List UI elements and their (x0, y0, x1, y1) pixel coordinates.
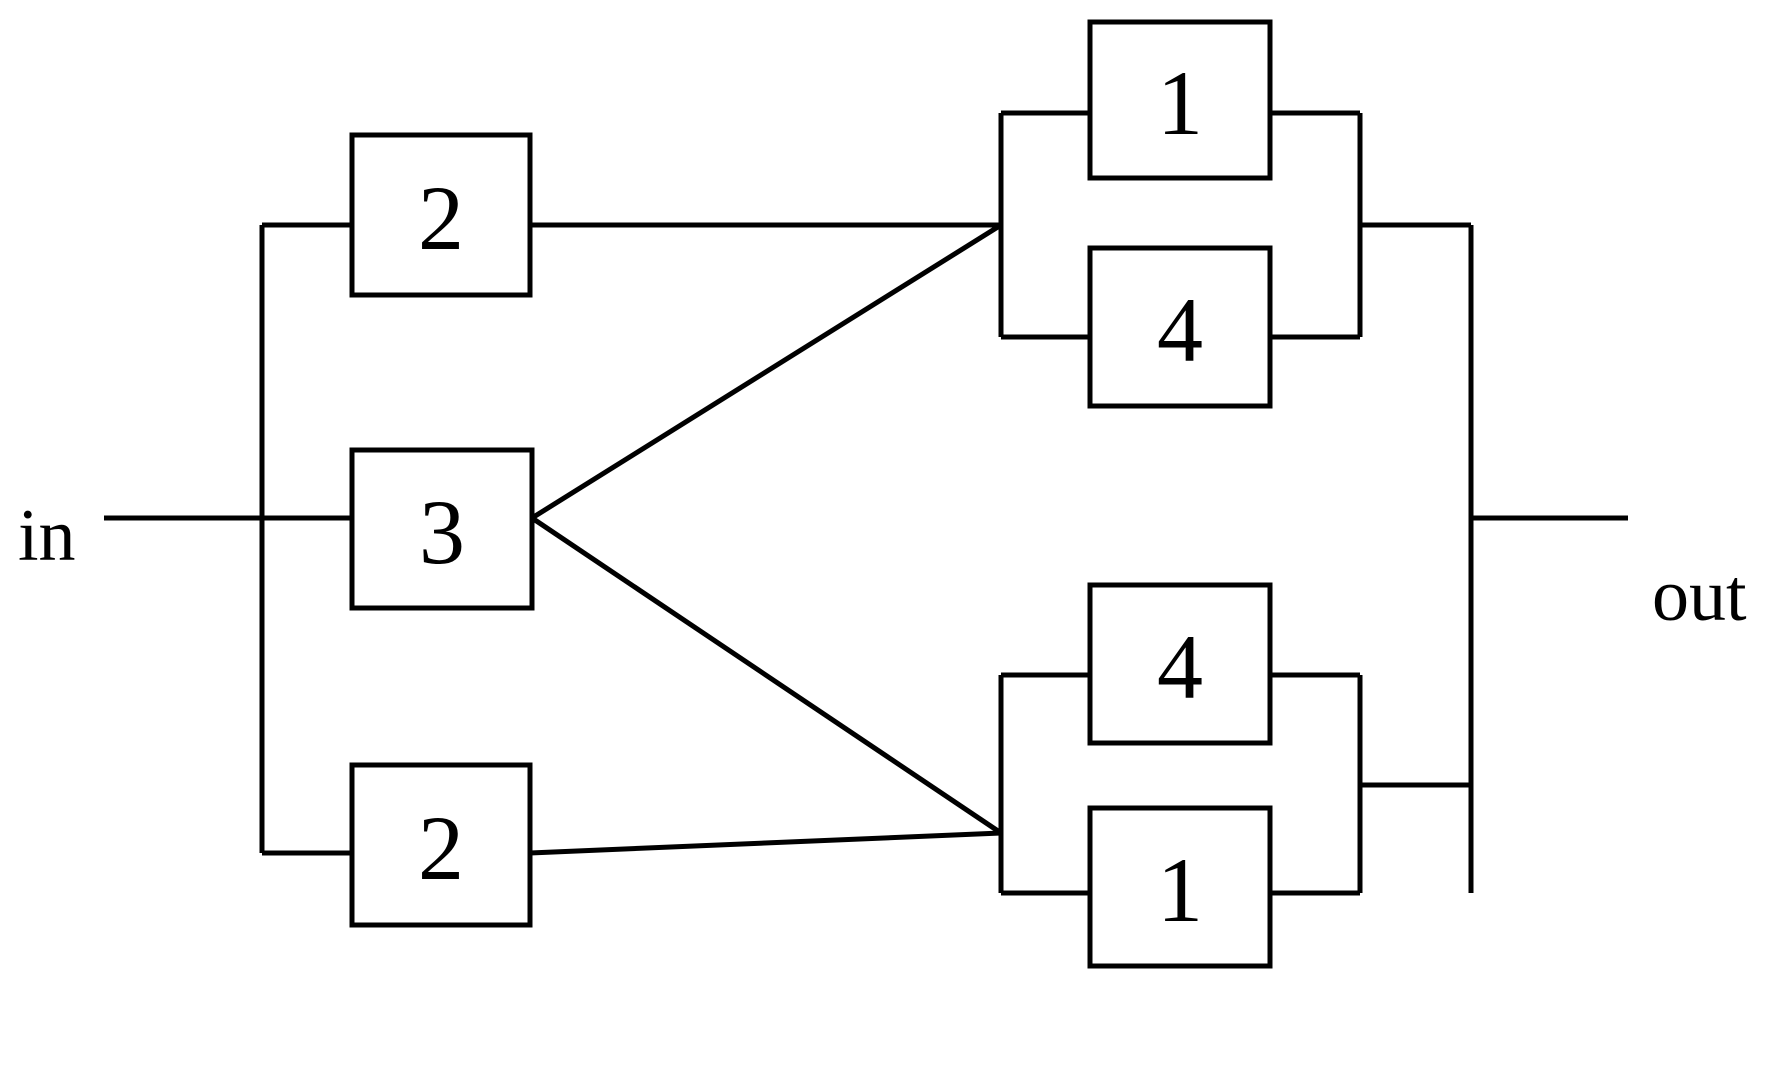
middle-branch-block[interactable]: 3 (349, 447, 535, 611)
upper-cluster-block-4[interactable]: 4 (1087, 245, 1273, 409)
lower-cluster-block-4[interactable]: 4 (1087, 582, 1273, 746)
middle-to-upper-diagonal (530, 222, 1003, 521)
top-branch-block[interactable]: 2 (349, 132, 533, 298)
upper-cluster-block-4-rect[interactable] (1087, 245, 1273, 409)
middle-branch-block-label: 3 (419, 481, 465, 583)
lower-cluster-block-1-rect[interactable] (1087, 805, 1273, 969)
middle-branch-block-rect[interactable] (349, 447, 535, 611)
bottom-branch-block-label: 2 (418, 797, 464, 899)
lower-cluster-block-1-label: 1 (1157, 839, 1203, 941)
bottom-branch-block[interactable]: 2 (349, 762, 533, 928)
upper-cluster-block-1-label: 1 (1157, 52, 1203, 154)
blocks-layer: 2 3 2 1 4 4 1 (349, 19, 1273, 969)
output-port-label: out (1652, 555, 1747, 637)
lower-cluster-block-1[interactable]: 1 (1087, 805, 1273, 969)
bottom-branch-to-lower (529, 830, 1002, 856)
upper-cluster-block-1-rect[interactable] (1087, 19, 1273, 181)
lower-cluster-block-4-rect[interactable] (1087, 582, 1273, 746)
top-branch-block-label: 2 (418, 167, 464, 269)
wires-layer (104, 110, 1628, 896)
top-branch-block-rect[interactable] (349, 132, 533, 298)
middle-to-lower-diagonal (530, 515, 1003, 836)
upper-cluster-block-1[interactable]: 1 (1087, 19, 1273, 181)
bottom-branch-block-rect[interactable] (349, 762, 533, 928)
upper-cluster-block-4-label: 4 (1157, 279, 1203, 381)
lower-cluster-block-4-label: 4 (1157, 616, 1203, 718)
input-port-label: in (18, 495, 76, 577)
